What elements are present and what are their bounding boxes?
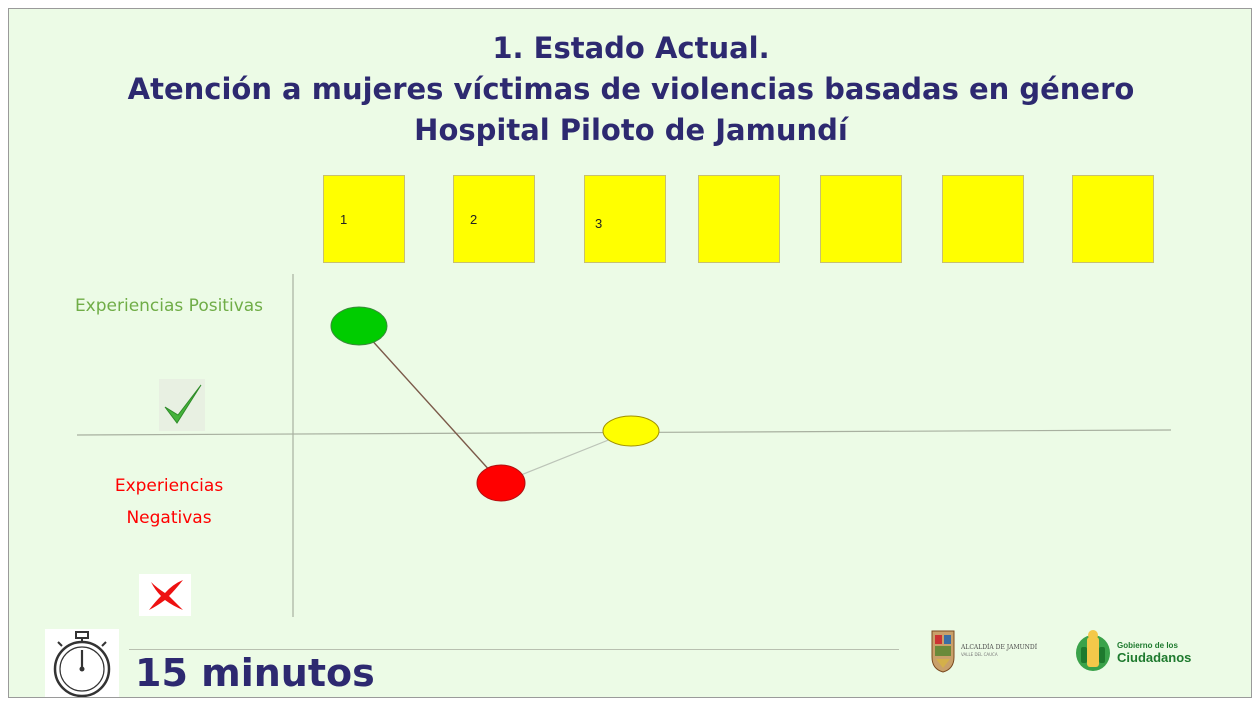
step-box-label: 2 (470, 212, 478, 227)
slide-title-line-3: Hospital Piloto de Jamundí (414, 113, 848, 147)
alcaldia-logo-subtext: VALLE DEL CAUCA (961, 652, 998, 657)
stopwatch-icon (45, 629, 119, 697)
positive-experiences-label: Experiencias Positivas (74, 296, 264, 316)
slide-title-line-1: 1. Estado Actual. (492, 31, 770, 65)
negative-experiences-label: Experiencias Negativas (114, 476, 224, 528)
timer-text: 15 minutos (135, 651, 375, 695)
step-box-5 (820, 175, 902, 263)
alcaldia-logo: ALCALDÍA DE JAMUNDÍ VALLE DEL CAUCA (929, 627, 1059, 675)
journey-point-1 (330, 306, 388, 346)
slide-title-line-2: Atención a mujeres víctimas de violencia… (127, 72, 1135, 106)
alcaldia-logo-text: ALCALDÍA DE JAMUNDÍ (961, 644, 1038, 651)
gobierno-logo-line-1: Gobierno de los (1117, 641, 1178, 650)
step-box-3: 3 (584, 175, 666, 263)
step-box-4 (698, 175, 780, 263)
connector-1-2 (358, 325, 502, 484)
journey-diagram (76, 274, 1172, 617)
step-box-6 (942, 175, 1024, 263)
footer-divider (129, 649, 899, 650)
step-box-label: 1 (340, 212, 348, 227)
journey-point-3 (602, 415, 660, 447)
step-box-7 (1072, 175, 1154, 263)
gobierno-logo-line-2: Ciudadanos (1117, 650, 1192, 665)
slide: 1. Estado Actual. Atención a mujeres víc… (8, 8, 1252, 698)
journey-point-2 (476, 464, 526, 502)
step-box-label: 3 (595, 216, 603, 231)
gobierno-ciudadanos-logo: Gobierno de los Ciudadanos (1073, 627, 1213, 675)
checkmark-icon (159, 379, 205, 431)
step-box-1: 1 (323, 175, 405, 263)
step-box-2: 2 (453, 175, 535, 263)
cross-icon (139, 574, 191, 616)
